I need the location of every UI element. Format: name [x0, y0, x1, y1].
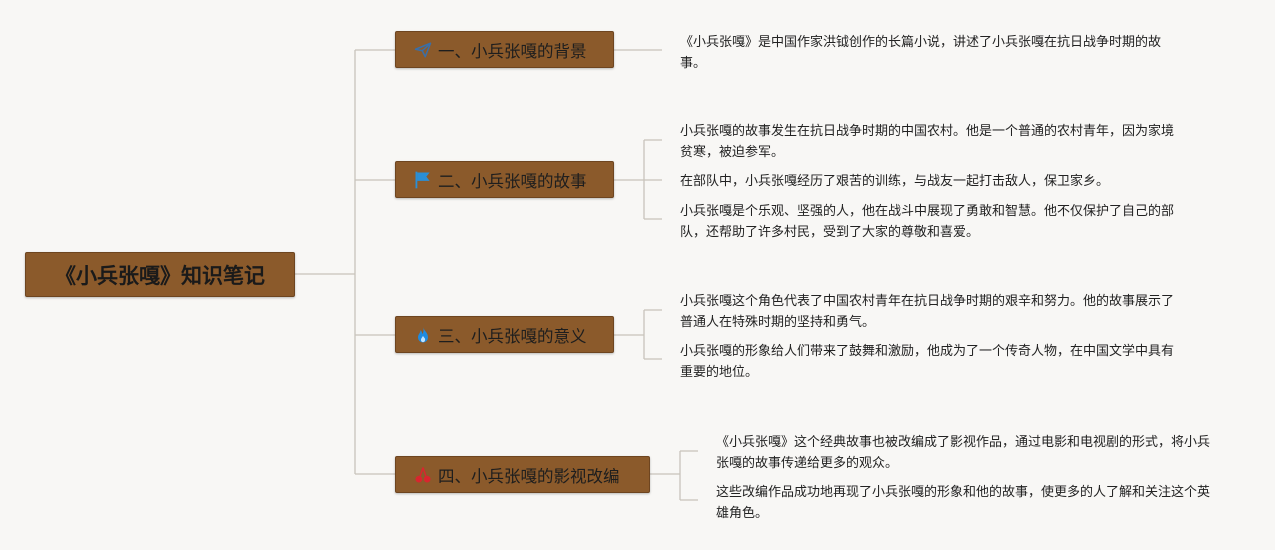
branch-node-story[interactable]: 二、小兵张嘎的故事 [395, 161, 614, 198]
branch-node-meaning[interactable]: 三、小兵张嘎的意义 [395, 316, 614, 353]
branch-node-background[interactable]: 一、小兵张嘎的背景 [395, 31, 614, 68]
note-meaning-1: 小兵张嘎这个角色代表了中国农村青年在抗日战争时期的艰辛和努力。他的故事展示了普通… [680, 294, 1175, 330]
note-story-2: 在部队中，小兵张嘎经历了艰苦的训练，与战友一起打击敌人，保卫家乡。 [680, 174, 1110, 189]
note-meaning-2: 小兵张嘎的形象给人们带来了鼓舞和激励，他成为了一个传奇人物，在中国文学中具有重要… [680, 344, 1175, 380]
note-background-1: 《小兵张嘎》是中国作家洪钺创作的长篇小说，讲述了小兵张嘎在抗日战争时期的故事。 [680, 35, 1162, 71]
branch-label: 四、小兵张嘎的影视改编 [438, 466, 620, 486]
paper-plane-icon [412, 39, 434, 61]
flame-icon [412, 324, 434, 346]
root-title: 《小兵张嘎》知识笔记 [55, 263, 265, 288]
branch-label: 一、小兵张嘎的背景 [438, 41, 587, 61]
root-node[interactable]: 《小兵张嘎》知识笔记 [25, 252, 295, 297]
note-adaptation-2: 这些改编作品成功地再现了小兵张嘎的形象和他的故事，使更多的人了解和关注这个英雄角… [716, 485, 1211, 521]
branch-node-adaptation[interactable]: 四、小兵张嘎的影视改编 [395, 456, 650, 493]
flag-icon [412, 169, 434, 191]
branch-label: 二、小兵张嘎的故事 [438, 171, 587, 191]
note-story-3: 小兵张嘎是个乐观、坚强的人，他在战斗中展现了勇敢和智慧。他不仅保护了自己的部队，… [680, 204, 1175, 240]
note-story-1: 小兵张嘎的故事发生在抗日战争时期的中国农村。他是一个普通的农村青年，因为家境贫寒… [680, 124, 1175, 160]
note-adaptation-1: 《小兵张嘎》这个经典故事也被改编成了影视作品，通过电影和电视剧的形式，将小兵张嘎… [716, 435, 1211, 471]
cherries-icon [412, 464, 434, 486]
branch-label: 三、小兵张嘎的意义 [438, 326, 587, 346]
